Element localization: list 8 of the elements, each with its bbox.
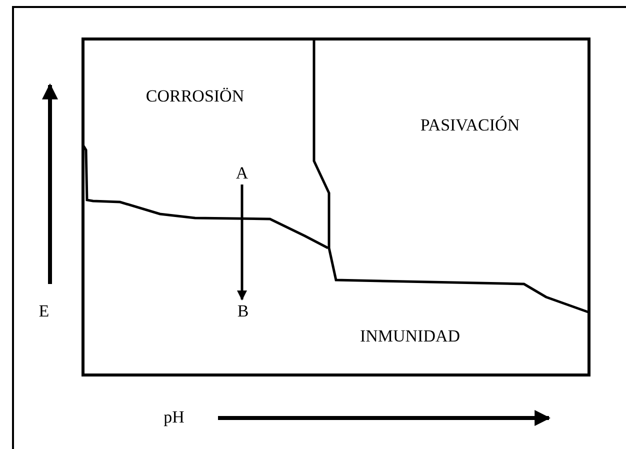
point-label: A [236,164,248,182]
axis-label: E [38,302,50,320]
point-label: B [237,302,249,320]
arrow [237,184,247,300]
axis-label: pH [164,408,184,426]
region-label: PASIVACIÓN [420,116,520,134]
region-label: CORROSIÖN [146,88,244,104]
region-label: INMUNIDAD [360,328,460,344]
